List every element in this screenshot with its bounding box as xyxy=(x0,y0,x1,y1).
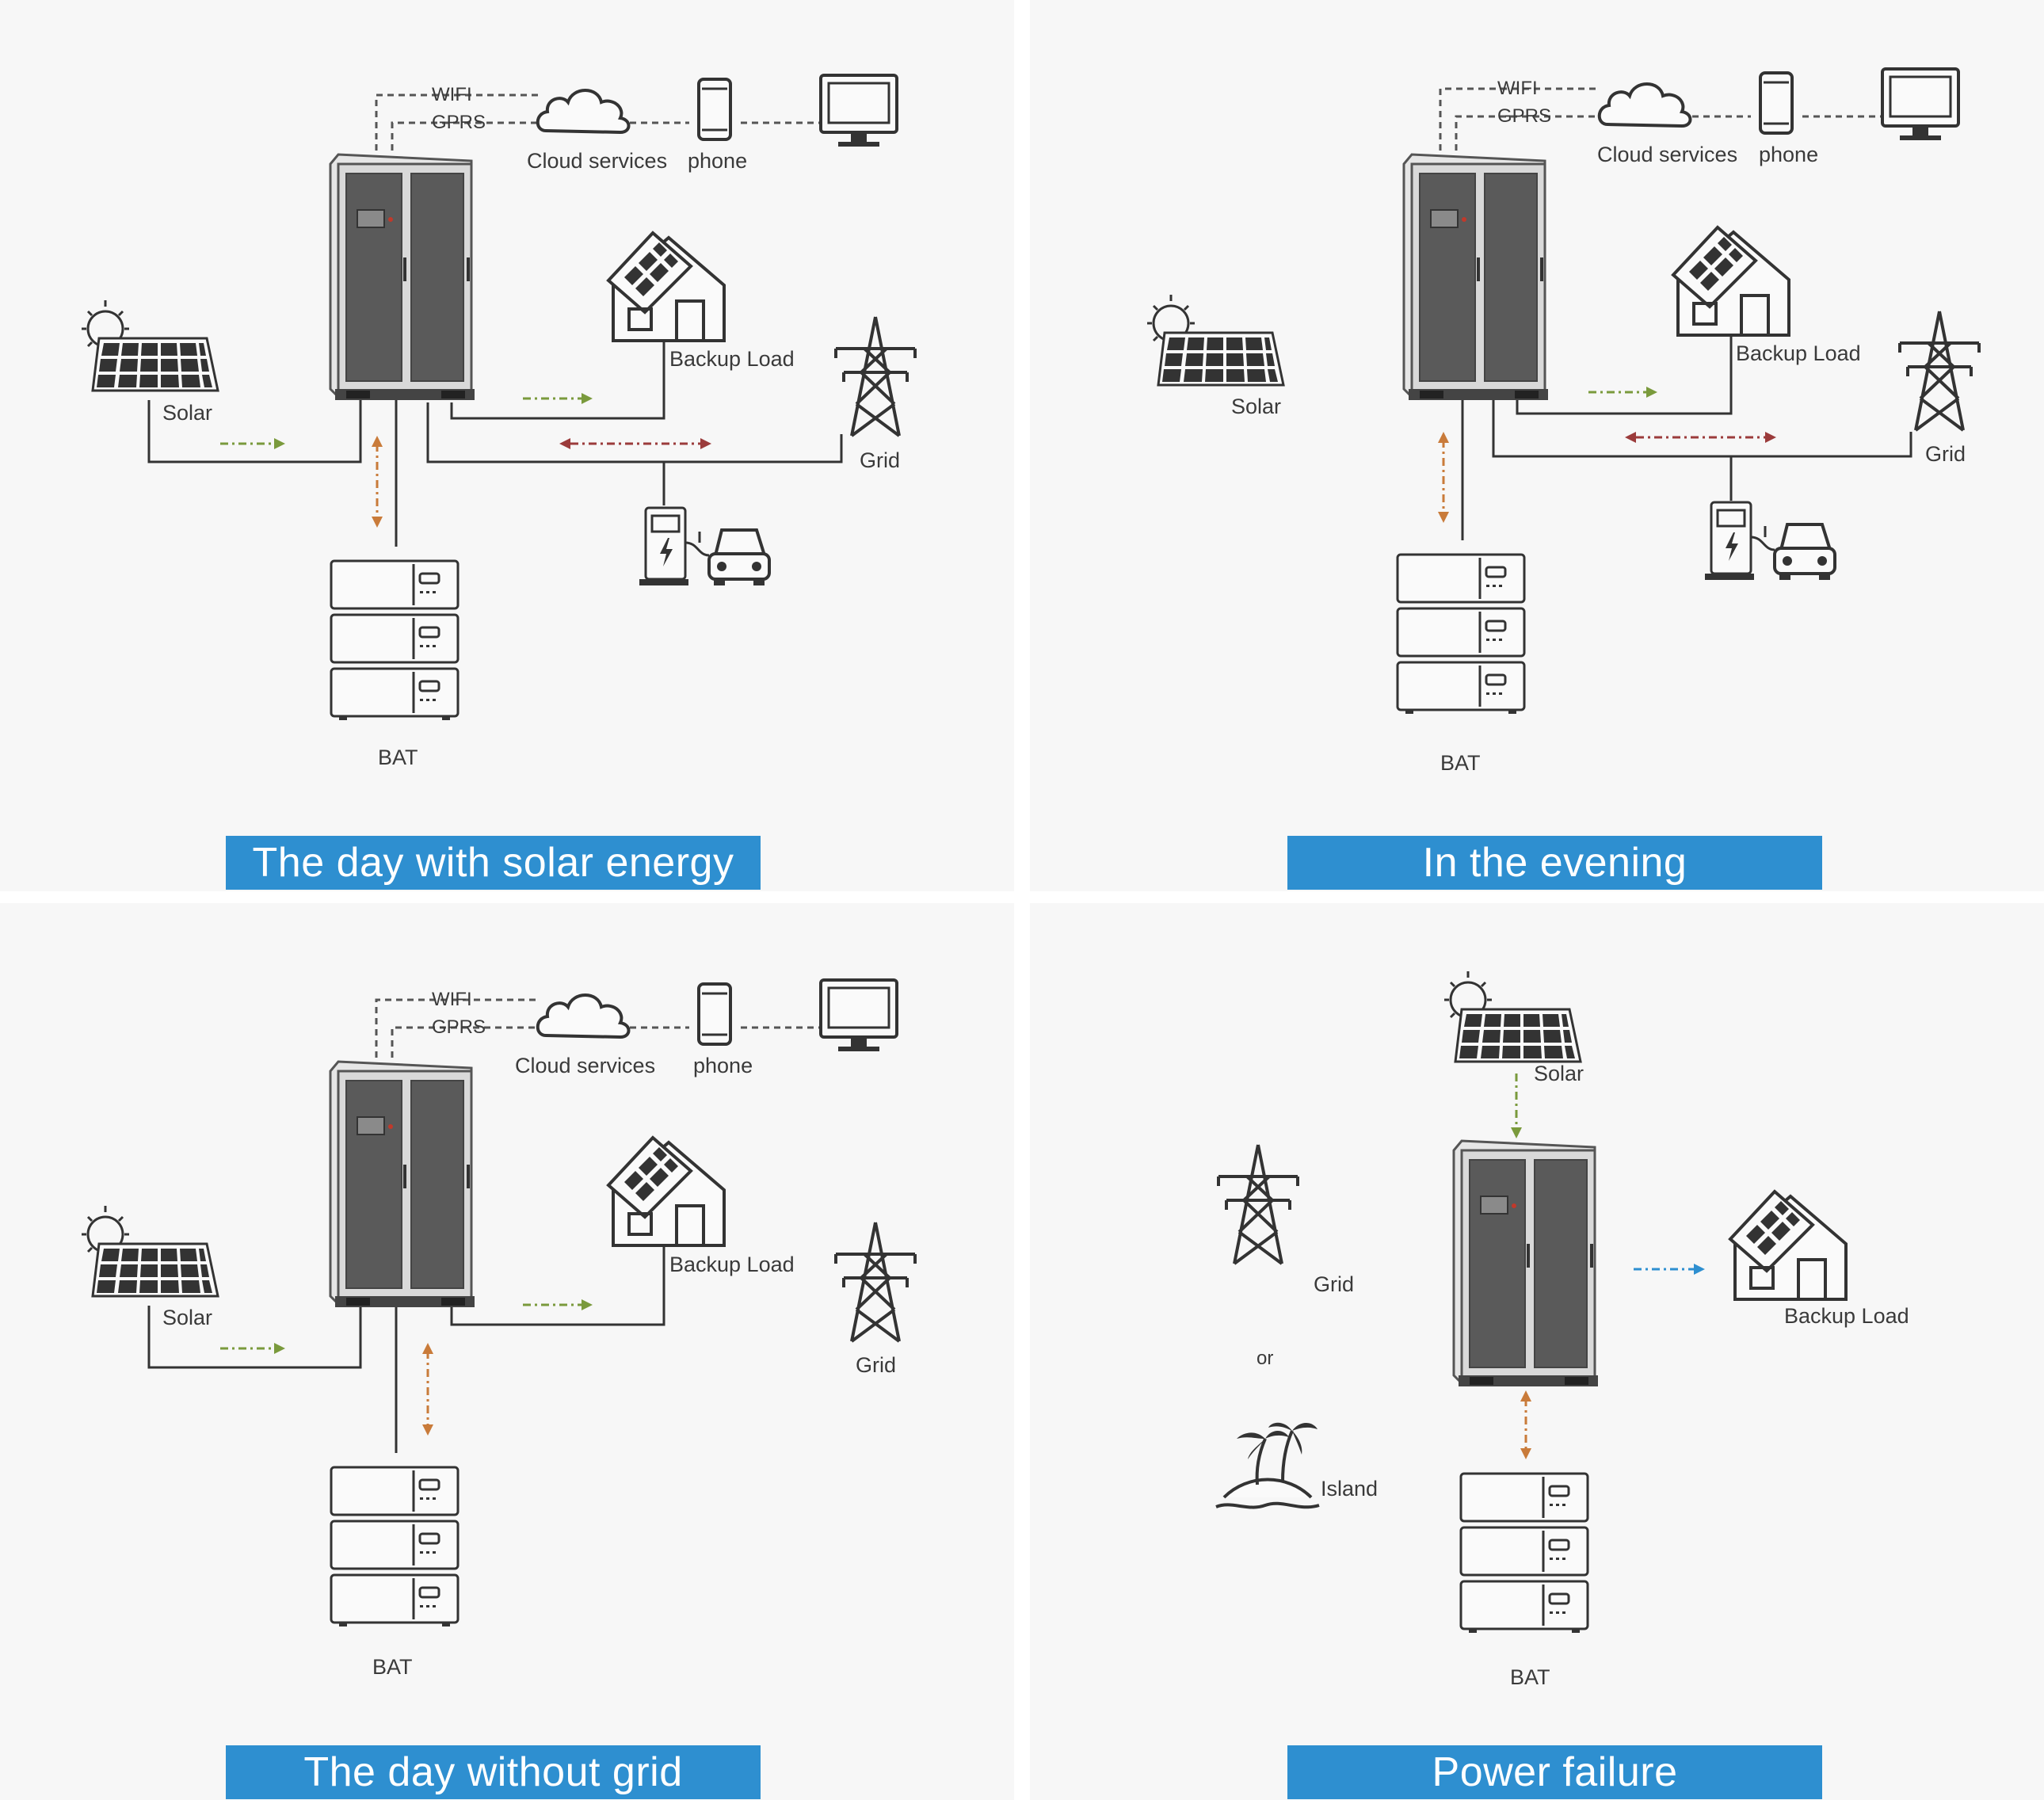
solar-label: Solar xyxy=(162,1306,212,1329)
solar-panel-icon xyxy=(1146,293,1285,387)
panel-title: Power failure xyxy=(1287,1745,1822,1799)
phone-label: phone xyxy=(1759,143,1818,166)
house-icon xyxy=(607,1136,726,1247)
cloud-label: Cloud services xyxy=(1597,143,1737,166)
grid-tower-icon xyxy=(834,1221,917,1343)
phone-icon xyxy=(697,982,732,1046)
bat-label: BAT xyxy=(1440,751,1481,775)
ev-charger-car-icon xyxy=(638,506,771,587)
bat-label: BAT xyxy=(372,1655,413,1679)
inverter-cabinet-icon xyxy=(329,1060,476,1309)
wifi-label: WIFI xyxy=(1497,78,1538,99)
diagram-day-solar: WIFI GPRS Cloud services phone Backup Lo… xyxy=(80,74,917,769)
panel-power-failure: Solar Grid or Island Backup Load BAT Pow… xyxy=(1030,903,2044,1800)
panel-title: The day with solar energy xyxy=(226,836,761,890)
grid-label: Grid xyxy=(856,1353,896,1377)
bat-label: BAT xyxy=(1510,1665,1550,1689)
diagram-power-failure: Solar Grid or Island Backup Load BAT xyxy=(1215,970,1909,1689)
cloud-icon xyxy=(1597,82,1692,128)
ev-charger-car-icon xyxy=(1703,501,1836,582)
grid-label: Grid xyxy=(1925,442,1966,466)
house-icon xyxy=(607,231,726,342)
cloud-icon xyxy=(536,89,631,134)
battery-stack-icon xyxy=(330,559,460,722)
battery-stack-icon xyxy=(1459,1472,1589,1634)
phone-label: phone xyxy=(693,1054,753,1077)
solar-panel-icon xyxy=(80,1204,219,1298)
or-label: or xyxy=(1257,1348,1273,1369)
backup-load-label: Backup Load xyxy=(669,347,795,371)
backup-load-label: Backup Load xyxy=(1784,1304,1909,1328)
grid-label: Grid xyxy=(860,448,900,472)
solar-label: Solar xyxy=(1534,1062,1584,1085)
panel-evening: WIFI GPRS Cloud services phone Backup Lo… xyxy=(1030,0,2044,891)
solar-panel-icon xyxy=(80,299,219,392)
cloud-label: Cloud services xyxy=(527,149,667,173)
backup-load-label: Backup Load xyxy=(1736,341,1861,365)
phone-label: phone xyxy=(688,149,747,173)
bat-label: BAT xyxy=(378,746,418,769)
phone-icon xyxy=(1759,71,1794,135)
cloud-icon xyxy=(536,993,631,1039)
monitor-icon xyxy=(1881,67,1960,142)
diagram-day-no-grid: WIFI GPRS Cloud services phone Backup Lo… xyxy=(80,978,917,1679)
grid-tower-icon xyxy=(1898,310,1981,432)
solar-panel-icon xyxy=(1443,970,1582,1063)
house-icon xyxy=(1672,226,1790,337)
gprs-label: GPRS xyxy=(1497,105,1551,127)
cloud-label: Cloud services xyxy=(515,1054,655,1077)
solar-label: Solar xyxy=(1231,395,1281,418)
gprs-label: GPRS xyxy=(432,1016,486,1038)
inverter-cabinet-icon xyxy=(1402,153,1550,402)
panel-title: The day without grid xyxy=(226,1745,761,1799)
battery-stack-icon xyxy=(330,1466,460,1628)
grid-label: Grid xyxy=(1314,1272,1354,1296)
panel-day-no-grid: WIFI GPRS Cloud services phone Backup Lo… xyxy=(0,903,1014,1800)
island-label: Island xyxy=(1321,1477,1378,1501)
diagram-evening: WIFI GPRS Cloud services phone Backup Lo… xyxy=(1146,67,1981,775)
grid-tower-icon xyxy=(1217,1143,1299,1265)
grid-tower-icon xyxy=(834,315,917,437)
monitor-icon xyxy=(819,978,898,1053)
island-icon xyxy=(1215,1421,1321,1509)
inverter-cabinet-icon xyxy=(329,153,476,402)
solar-label: Solar xyxy=(162,401,212,425)
panel-day-solar: WIFI GPRS Cloud services phone Backup Lo… xyxy=(0,0,1014,891)
gprs-label: GPRS xyxy=(432,112,486,133)
battery-stack-icon xyxy=(1396,553,1526,715)
wifi-label: WIFI xyxy=(432,989,472,1010)
backup-load-label: Backup Load xyxy=(669,1253,795,1276)
monitor-icon xyxy=(819,74,898,148)
inverter-cabinet-icon xyxy=(1452,1139,1600,1388)
panel-title: In the evening xyxy=(1287,836,1822,890)
wifi-label: WIFI xyxy=(432,84,472,105)
house-icon xyxy=(1729,1190,1848,1301)
phone-icon xyxy=(697,78,732,141)
